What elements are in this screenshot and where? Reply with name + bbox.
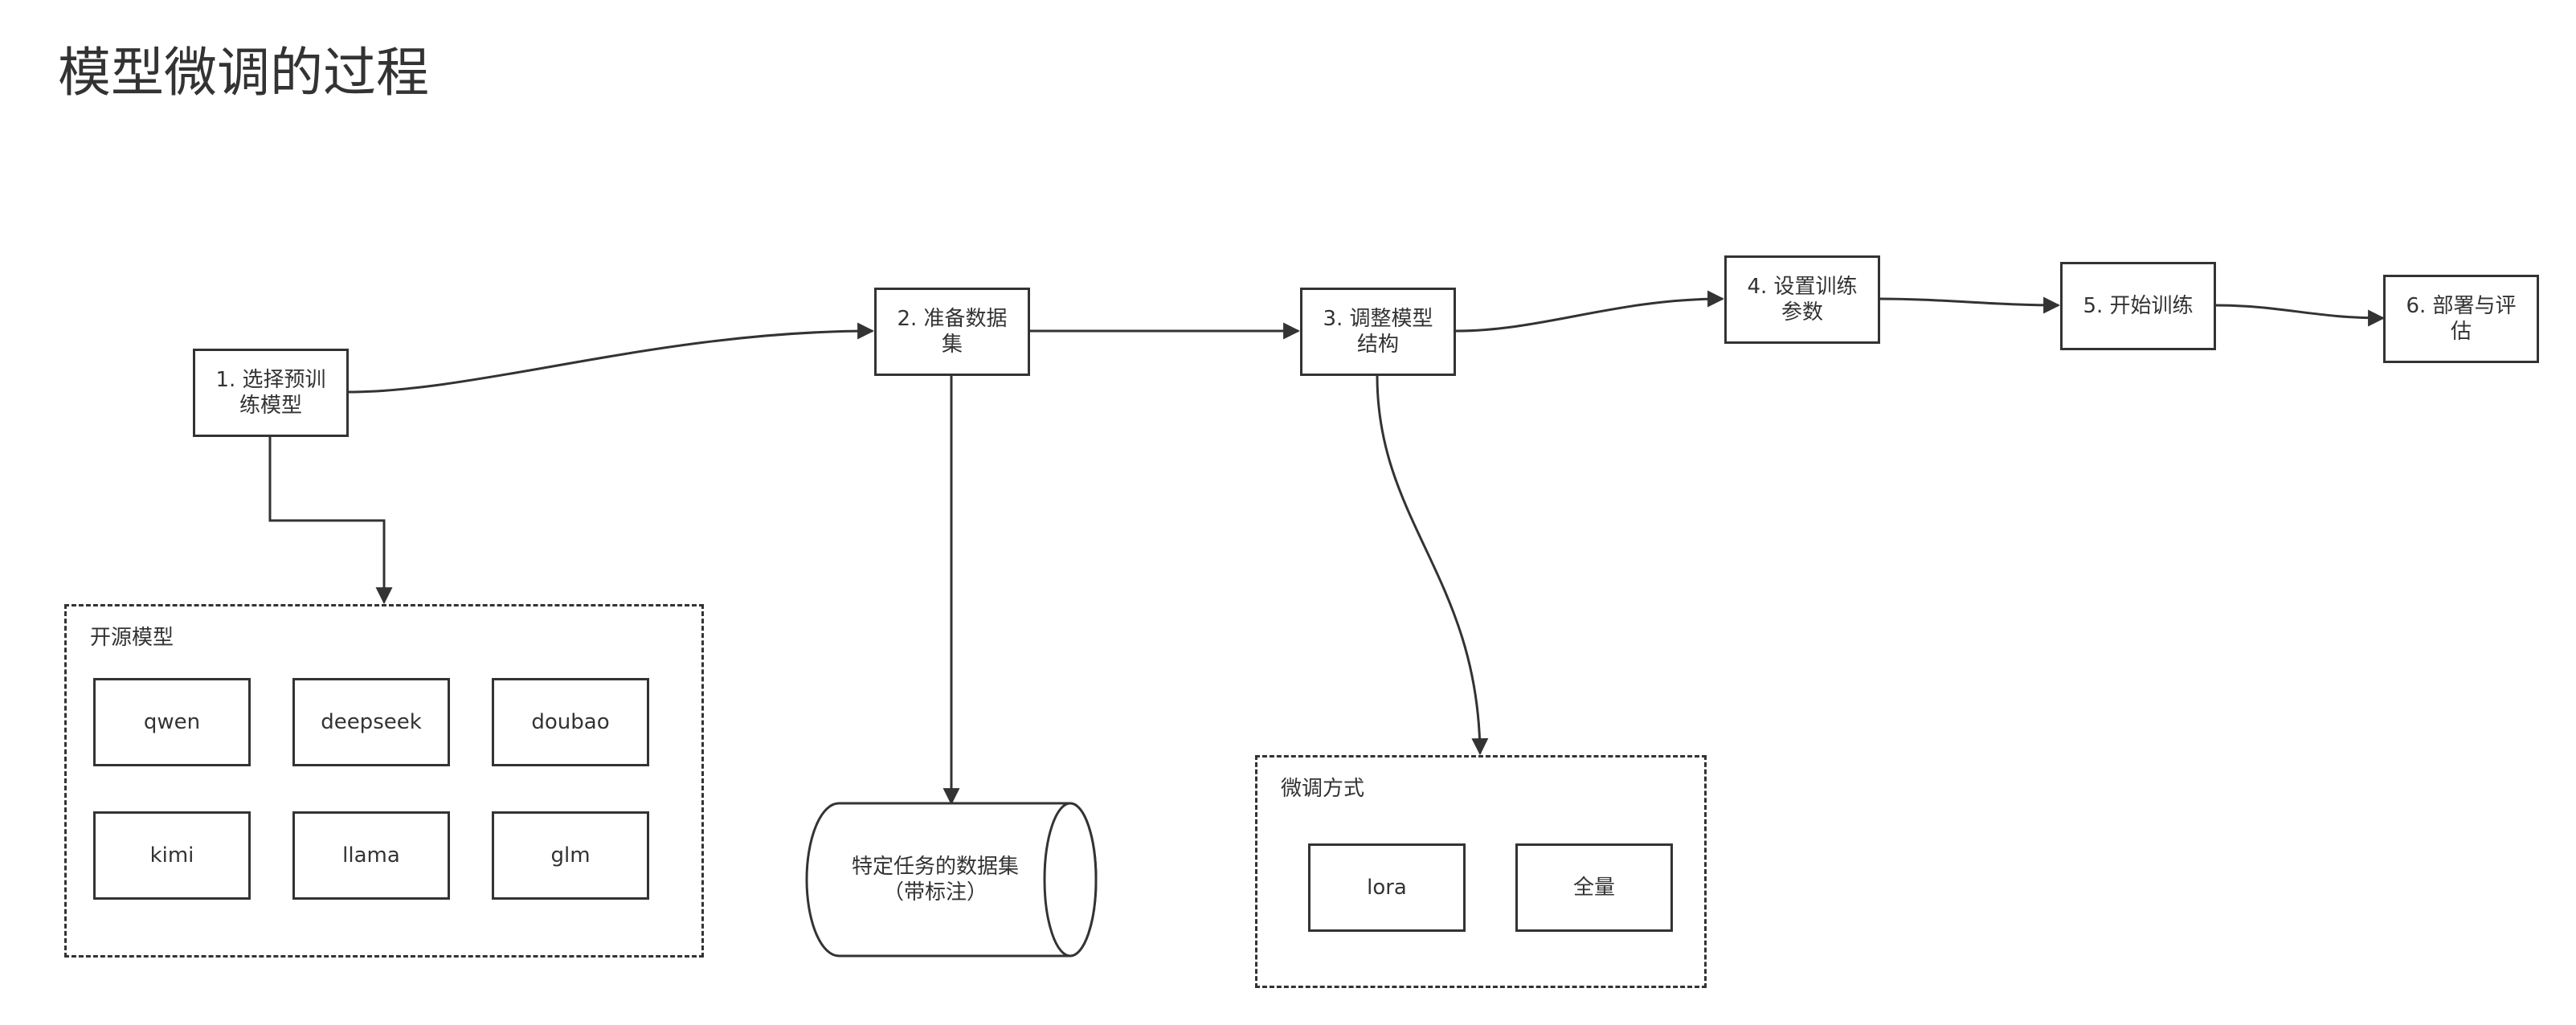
dataset-cylinder <box>805 802 1098 958</box>
step-label-line1: 2. 准备数据 <box>897 307 1008 331</box>
dataset-label-line1: 特定任务的数据集 <box>851 855 1019 879</box>
step-select-pretrained-model[interactable]: 1. 选择预训练模型 <box>193 349 349 437</box>
open-source-models-group <box>64 604 704 958</box>
step-label-line2: 练模型 <box>239 394 302 418</box>
step-label-line1: 1. 选择预训 <box>215 368 326 392</box>
step-label-line1: 3. 调整模型 <box>1323 307 1433 331</box>
method-item-full[interactable]: 全量 <box>1515 843 1673 932</box>
step-label-line2: 集 <box>941 333 963 357</box>
model-item[interactable]: qwen <box>93 678 251 766</box>
step-set-training-params[interactable]: 4. 设置训练参数 <box>1724 255 1880 344</box>
arrow-step5-to-step6 <box>2214 304 2386 327</box>
arrow-step3-to-step4 <box>1455 290 1725 333</box>
arrow-step1-to-models <box>268 437 393 605</box>
arrow-step3-to-methods <box>1376 375 1489 756</box>
step-deploy-and-evaluate[interactable]: 6. 部署与评估 <box>2383 275 2539 363</box>
dataset-label-line2: （带标注） <box>882 880 987 905</box>
arrow-step1-to-step2 <box>346 322 875 394</box>
step-adjust-model-structure[interactable]: 3. 调整模型结构 <box>1300 288 1456 376</box>
open-source-models-label: 开源模型 <box>90 626 174 650</box>
model-item[interactable]: kimi <box>93 811 251 900</box>
step-label-line2: 结构 <box>1356 333 1399 357</box>
finetune-methods-label: 微调方式 <box>1281 777 1365 801</box>
model-item[interactable]: doubao <box>492 678 649 766</box>
model-item[interactable]: llama <box>292 811 450 900</box>
finetune-methods-group <box>1255 755 1707 988</box>
step-label-line2: 估 <box>2450 320 2472 344</box>
dataset-label[interactable]: 特定任务的数据集 （带标注） <box>807 803 1064 956</box>
arrow-step4-to-step5 <box>1878 296 2061 314</box>
step-label-line1: 4. 设置训练 <box>1747 275 1858 299</box>
step-start-training[interactable]: 5. 开始训练 <box>2060 262 2216 350</box>
method-item-lora[interactable]: lora <box>1308 843 1466 932</box>
step-label-line1: 5. 开始训练 <box>2083 294 2194 318</box>
step-label-line1: 6. 部署与评 <box>2406 294 2517 318</box>
model-item[interactable]: deepseek <box>292 678 450 766</box>
model-item[interactable]: glm <box>492 811 649 900</box>
step-label-line2: 参数 <box>1781 300 1823 325</box>
step-prepare-dataset[interactable]: 2. 准备数据集 <box>874 288 1030 376</box>
page-title: 模型微调的过程 <box>58 42 429 104</box>
